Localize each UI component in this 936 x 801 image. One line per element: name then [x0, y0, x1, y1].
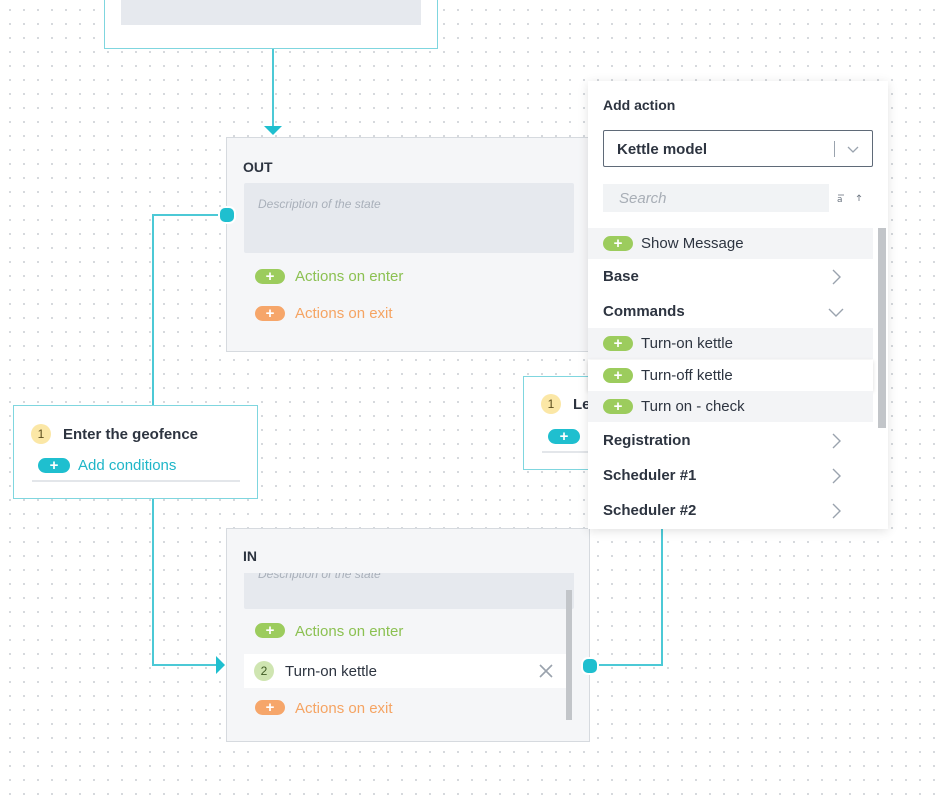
sort-icon[interactable]: a [835, 192, 865, 204]
top-state-card[interactable] [104, 0, 438, 49]
category-registration[interactable]: Registration [588, 425, 873, 456]
category-base[interactable]: Base [588, 261, 873, 292]
actions-on-exit-link[interactable]: Actions on exit [295, 305, 393, 322]
plus-icon[interactable]: + [255, 306, 285, 321]
list-item-turn-on-check[interactable]: + Turn on - check [588, 391, 873, 422]
transition-title: Le [573, 396, 591, 413]
actions-on-enter-link[interactable]: Actions on enter [295, 268, 404, 285]
list-item-turn-on-kettle[interactable]: + Turn-on kettle [588, 328, 873, 359]
plus-icon[interactable]: + [255, 269, 285, 284]
category-label: Scheduler #2 [603, 502, 697, 519]
state-description-clip: Description of the state [244, 573, 574, 609]
plus-icon[interactable]: + [255, 700, 285, 715]
transition-number-badge: 1 [31, 424, 51, 444]
state-description[interactable]: Description of the state [244, 573, 574, 609]
category-label: Commands [603, 303, 685, 320]
svg-text:a: a [837, 195, 843, 204]
state-description[interactable]: Description of the state [244, 183, 574, 253]
category-scheduler-2[interactable]: Scheduler #2 [588, 495, 873, 526]
connector-left-vertical-lower [152, 497, 154, 665]
model-select-value: Kettle model [617, 141, 708, 158]
arrow-right-icon [216, 656, 225, 674]
in-connection-dot[interactable] [581, 657, 599, 675]
list-item-label: Turn-off kettle [641, 367, 733, 384]
state-title: IN [243, 548, 257, 564]
category-commands[interactable]: Commands [588, 296, 873, 327]
action-list: + Show Message Base Commands + Turn-on k… [588, 228, 878, 528]
plus-icon[interactable]: + [548, 429, 580, 444]
connector-right-vertical [661, 520, 663, 666]
connector-in-right-h [596, 664, 663, 666]
actions-on-enter-link[interactable]: Actions on enter [295, 623, 404, 640]
plus-icon: + [603, 399, 633, 414]
arrow-down-icon [264, 126, 282, 135]
chevron-right-icon [832, 468, 841, 484]
action-label: Turn-on kettle [285, 663, 377, 680]
list-item-show-message[interactable]: + Show Message [588, 228, 873, 259]
transition-enter-geofence[interactable]: 1 Enter the geofence + Add conditions [13, 405, 258, 499]
actions-on-exit-link[interactable]: Actions on exit [295, 700, 393, 717]
add-conditions-link[interactable]: Add conditions [78, 457, 177, 474]
plus-icon[interactable]: + [255, 623, 285, 638]
category-label: Registration [603, 432, 691, 449]
state-in-scrollbar[interactable] [566, 590, 572, 720]
top-state-description [121, 0, 421, 25]
connector-in-left-h [152, 664, 218, 666]
state-in[interactable]: IN Description of the state + Actions on… [226, 528, 590, 742]
chevron-right-icon [832, 269, 841, 285]
divider [542, 451, 602, 453]
add-action-panel: Add action Kettle model a + Show Message… [588, 81, 888, 529]
close-icon[interactable] [538, 663, 554, 679]
divider [32, 480, 240, 482]
state-title: OUT [243, 159, 273, 175]
out-connection-dot[interactable] [218, 206, 236, 224]
list-item-turn-off-kettle[interactable]: + Turn-off kettle [588, 360, 873, 391]
category-label: Base [603, 268, 639, 285]
chevron-right-icon [832, 503, 841, 519]
plus-icon: + [603, 336, 633, 351]
connector-out-left-h [152, 214, 227, 216]
search-input[interactable] [603, 184, 829, 212]
list-item-label: Turn-on kettle [641, 335, 733, 352]
plus-icon[interactable]: + [38, 458, 70, 473]
transition-title: Enter the geofence [63, 426, 199, 443]
panel-title: Add action [603, 97, 676, 113]
plus-icon: + [603, 368, 633, 383]
action-row[interactable]: 2 Turn-on kettle [244, 654, 566, 688]
plus-icon: + [603, 236, 633, 251]
panel-scrollbar[interactable] [878, 228, 886, 428]
transition-number-badge: 1 [541, 394, 561, 414]
chevron-down-icon[interactable] [847, 144, 859, 154]
connector-left-vertical-upper [152, 214, 154, 406]
chevron-right-icon [832, 433, 841, 449]
list-item-label: Show Message [641, 235, 744, 252]
category-label: Scheduler #1 [603, 467, 697, 484]
chevron-down-icon [828, 308, 844, 317]
list-item-label: Turn on - check [641, 398, 745, 415]
category-scheduler-1[interactable]: Scheduler #1 [588, 460, 873, 491]
model-select[interactable]: Kettle model [603, 130, 873, 167]
action-number-badge: 2 [254, 661, 274, 681]
connector-top-vertical [272, 48, 274, 128]
select-separator [834, 141, 835, 157]
state-out[interactable]: OUT Description of the state + Actions o… [226, 137, 596, 352]
